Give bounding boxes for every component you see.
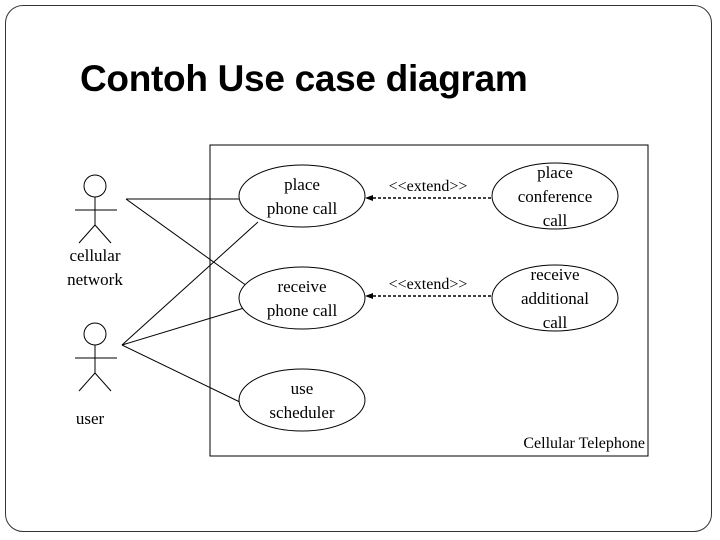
actor-label-cellular-network: cellular network [67, 246, 123, 289]
association-network-receive-call [125, 198, 248, 287]
use-case-label-receive-phone-call: receive phone call [266, 277, 338, 320]
system-boundary-label: Cellular Telephone [523, 435, 645, 452]
actor-user-figure [75, 322, 117, 392]
extend-label-additional: <<extend>> [388, 276, 468, 293]
actor-cellular-network-figure [75, 174, 117, 244]
use-case-place-phone-call [238, 164, 366, 228]
use-case-label-use-scheduler: use scheduler [269, 379, 335, 422]
use-case-place-conference-call [491, 162, 619, 230]
use-case-receive-additional-call [491, 264, 619, 332]
association-user-scheduler [121, 344, 247, 406]
association-user-place-call [121, 221, 259, 346]
use-case-label-receive-additional-call: receive additional call [521, 265, 589, 332]
extend-label-conference: <<extend>> [388, 178, 468, 195]
use-case-use-scheduler [238, 368, 366, 432]
system-boundary [209, 144, 649, 457]
extend-arrowhead-conference [365, 195, 373, 201]
slide-frame [5, 5, 712, 532]
slide-title: Contoh Use case diagram [80, 58, 528, 99]
use-case-label-place-phone-call: place phone call [266, 175, 338, 218]
actor-label-user: user [75, 409, 105, 428]
association-user-receive-call [121, 307, 245, 346]
use-case-receive-phone-call [238, 266, 366, 330]
extend-arrowhead-additional [365, 293, 373, 299]
use-case-label-place-conference-call: place conference call [517, 163, 593, 230]
